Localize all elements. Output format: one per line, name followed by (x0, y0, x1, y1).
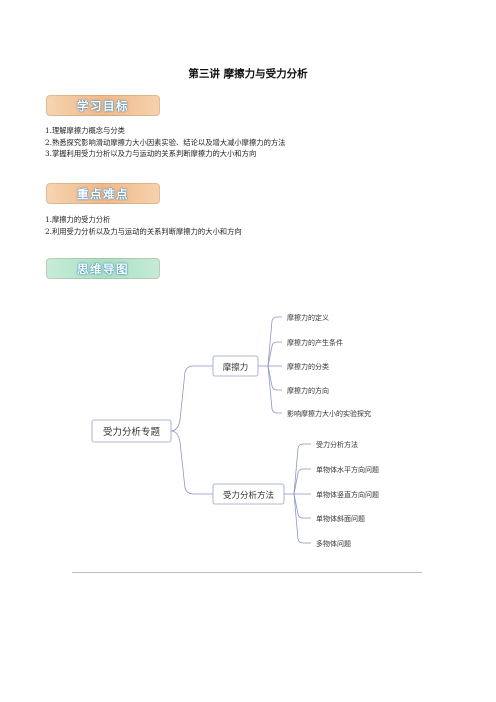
mind-map-labels: 受力分析专题 摩擦力 受力分析方法 摩擦力的定义 摩擦力的产生条件 摩擦力的分类… (103, 313, 379, 548)
branch-node-box (212, 483, 285, 505)
leaf-node-label: 影响摩擦力大小的实验探究 (287, 409, 371, 418)
section-banner-learning-goals: 学习目标 (46, 95, 160, 116)
root-node-label: 受力分析专题 (103, 426, 161, 438)
leaf-node-label: 单物体水平方向问题 (316, 465, 379, 474)
leaf-node-label: 多物体问题 (316, 539, 351, 548)
section-banner-key-points: 重点难点 (46, 183, 160, 204)
mind-map-boxes (91, 355, 285, 505)
list-item: 1.理解摩擦力概念与分类 (45, 126, 125, 135)
leaf-node-label: 摩擦力的分类 (287, 362, 329, 371)
leaf-node-label: 摩擦力的产生条件 (287, 338, 343, 347)
leaf-node-label: 单物体斜面问题 (316, 514, 365, 523)
section-banner-mind-map: 思维导图 (46, 258, 160, 279)
mind-map-connectors (170, 316, 311, 544)
leaf-node-label: 单物体竖直方向问题 (316, 490, 379, 499)
leaf-node-label: 受力分析方法 (316, 440, 358, 449)
leaf-node-label: 摩擦力的方向 (287, 386, 329, 395)
list-item: 2.利用受力分析以及力与运动的关系判断摩擦力的大小和方向 (45, 226, 242, 236)
branch-node-box (212, 355, 259, 377)
list-item: 2.熟悉探究影响滑动摩擦力大小因素实验、结论以及增大减小摩擦力的方法 (45, 137, 286, 147)
key-points-list: 1.摩擦力的受力分析 2.利用受力分析以及力与运动的关系判断摩擦力的大小和方向 (45, 214, 242, 237)
page-title: 第三讲 摩擦力与受力分析 (188, 68, 308, 80)
root-node-box (91, 419, 172, 443)
branch-node-label: 受力分析方法 (223, 490, 274, 501)
list-item: 1.摩擦力的受力分析 (45, 215, 111, 224)
page-divider (72, 572, 422, 573)
list-item: 3.掌握利用受力分析以及力与运动的关系判断摩擦力的大小和方向 (45, 149, 257, 159)
learning-goals-list: 1.理解摩擦力概念与分类 2.熟悉探究影响滑动摩擦力大小因素实验、结论以及增大减… (45, 125, 285, 160)
branch-node-label: 摩擦力 (223, 362, 249, 373)
leaf-node-label: 摩擦力的定义 (287, 313, 329, 322)
